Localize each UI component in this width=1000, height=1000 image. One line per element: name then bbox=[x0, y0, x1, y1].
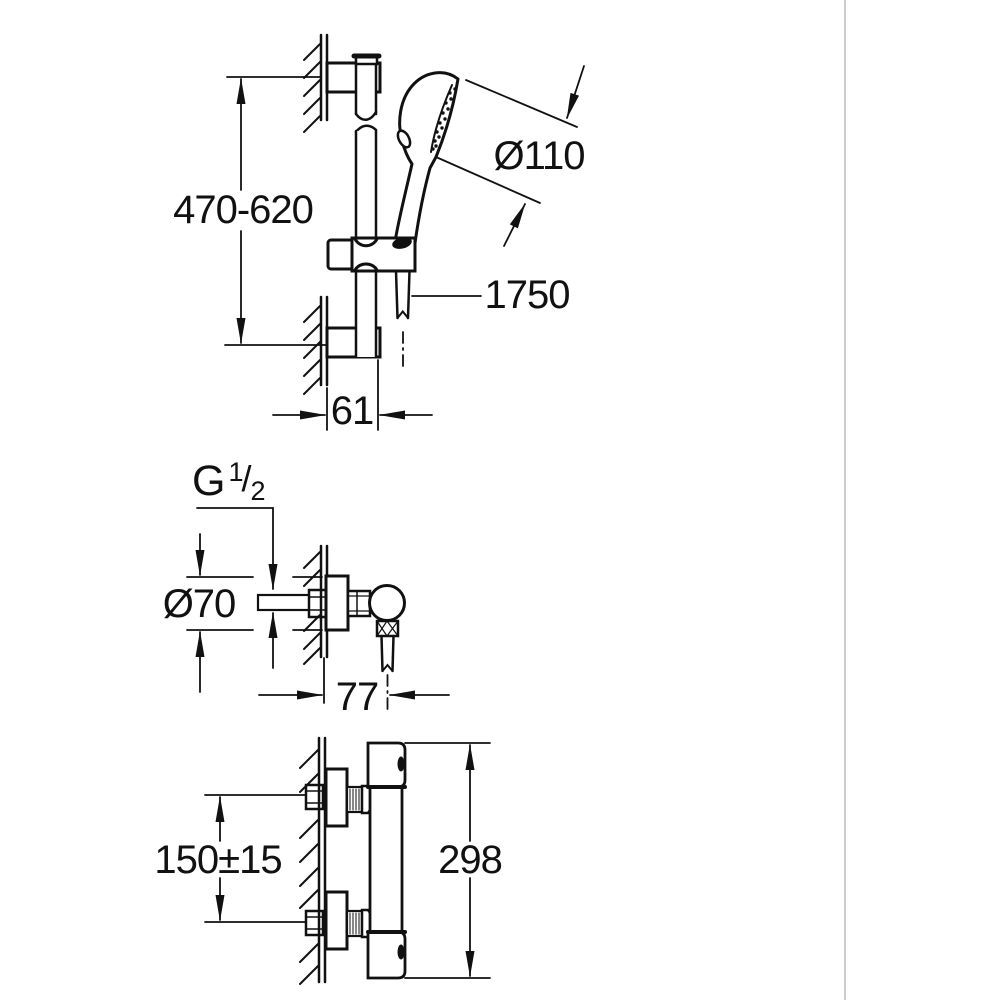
shower-hose bbox=[394, 269, 411, 371]
slider-holder bbox=[326, 236, 417, 273]
wall-hatch-middle bbox=[303, 551, 321, 665]
wall-hatch-top bbox=[303, 43, 321, 133]
wall-line-bottom-view bbox=[317, 736, 327, 984]
dim-inlet-spacing bbox=[204, 794, 307, 923]
dim-head-diameter bbox=[435, 65, 585, 247]
wall-hatch-bottom bbox=[303, 305, 321, 395]
handle-grip-dot-top bbox=[397, 756, 405, 772]
shower-rail-set-drawing bbox=[224, 33, 585, 431]
inlet-hex-nut bbox=[307, 588, 328, 619]
escutcheon-bottom bbox=[324, 890, 349, 951]
hand-shower bbox=[393, 71, 460, 245]
thread-connector bbox=[346, 589, 372, 618]
dim-wall-offset bbox=[272, 359, 433, 431]
thermostat-body bbox=[366, 741, 407, 980]
knurled-nut bbox=[375, 619, 400, 638]
handle-grip-dot-bottom bbox=[397, 944, 405, 960]
escutcheon-top bbox=[324, 767, 349, 828]
wall-hatch-bottom-view bbox=[299, 749, 319, 985]
hose-outlet bbox=[380, 634, 395, 713]
rail-top-cap bbox=[351, 53, 382, 66]
dim-label-escutcheon-diameter: Ø70 bbox=[162, 582, 237, 626]
dim-wall-projection bbox=[258, 657, 450, 704]
dim-label-wall-projection: 77 bbox=[335, 675, 379, 719]
thread-numerator: 1 bbox=[228, 457, 244, 487]
inlet-hex-bottom bbox=[304, 909, 325, 937]
dim-escutcheon-diameter bbox=[186, 533, 323, 693]
page-divider bbox=[844, 0, 846, 1000]
dim-label-inlet-spacing: 150±15 bbox=[154, 838, 282, 882]
holder-union-drawing bbox=[186, 507, 450, 713]
dim-label-hose-length: 1750 bbox=[484, 273, 571, 317]
shower-rail bbox=[354, 61, 378, 359]
dim-rail-height bbox=[224, 76, 328, 346]
dim-body-height bbox=[404, 742, 491, 979]
thermostat-drawing bbox=[204, 736, 491, 985]
hand-shower-outline bbox=[393, 71, 460, 245]
thread-denominator: 2 bbox=[250, 476, 266, 506]
leader-thread-size bbox=[196, 507, 278, 669]
handle-socket-shadow bbox=[392, 237, 412, 249]
dim-label-head-diameter: Ø110 bbox=[493, 134, 586, 178]
inlet-hex-top bbox=[304, 783, 325, 811]
dim-label-body-height: 298 bbox=[438, 838, 503, 882]
dim-label-rail-height: 470-620 bbox=[173, 188, 314, 232]
shower-mode-button bbox=[396, 129, 412, 149]
dim-label-wall-offset: 61 bbox=[330, 389, 374, 433]
ball-joint bbox=[368, 584, 406, 622]
spray-nozzle-dots bbox=[431, 87, 457, 151]
thread-letter: G bbox=[192, 457, 226, 505]
escutcheon bbox=[324, 574, 350, 632]
thread-slash: / bbox=[241, 458, 252, 499]
